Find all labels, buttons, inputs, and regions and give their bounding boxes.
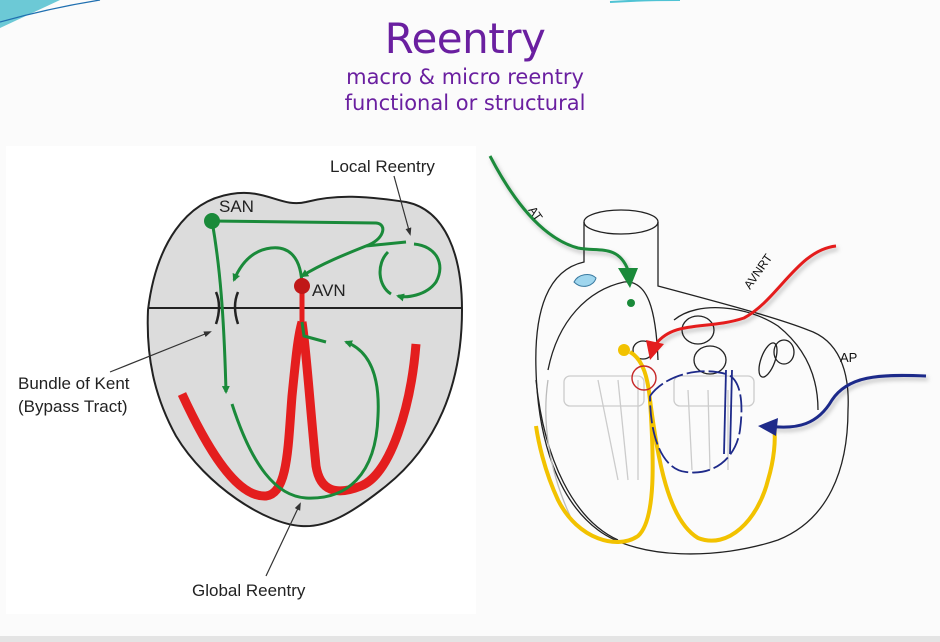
avn-label: AVN — [312, 281, 346, 300]
global-reentry-loop — [230, 340, 380, 500]
ap-label: AP — [840, 350, 857, 365]
san-node — [204, 213, 220, 229]
heart-outline — [535, 209, 849, 555]
local-feed — [365, 240, 407, 248]
slide-title: Reentry — [384, 14, 546, 63]
local-reentry-loop-right — [396, 242, 442, 302]
san-descending-path — [210, 220, 230, 394]
sinus-node-region — [573, 274, 597, 287]
ap-arrowhead-icon — [758, 418, 778, 436]
avnrt-arrowhead-icon — [646, 340, 664, 360]
slide-subtitle-line-1: macro & micro reentry — [346, 65, 584, 89]
valve-opening-2 — [693, 345, 727, 375]
footer-divider — [0, 636, 940, 642]
avnrt-label: AVNRT — [741, 251, 776, 292]
ap-path — [767, 373, 927, 429]
local-reentry-pointer — [393, 175, 412, 236]
ap-reentry-loop — [649, 369, 743, 474]
slide-subtitle-line-2: functional or structural — [344, 91, 586, 115]
bypass-tract-label: (Bypass Tract) — [18, 397, 128, 416]
bundle-of-kent-pointer — [109, 331, 212, 373]
his-purkinje-system — [534, 350, 777, 544]
avn-retro-path — [232, 246, 304, 289]
purkinje-fibers — [177, 320, 421, 501]
avnrt-path — [654, 244, 837, 345]
decorative-wave — [0, 0, 681, 28]
avn-target-circle — [631, 365, 657, 391]
bypass-bracket-left — [214, 291, 221, 325]
title-block: Reentry macro & micro reentry functional… — [0, 14, 940, 116]
reentry-schematic-panel: SAN AVN Local Reentry Bundle of Kent (By… — [6, 146, 476, 614]
valve-opening-3 — [758, 342, 778, 378]
valve-opening-1 — [681, 315, 715, 345]
at-label: AT — [526, 204, 546, 224]
av-node-yellow — [618, 344, 630, 356]
heart-anatomy-panel: AT AVNRT AP — [478, 140, 940, 618]
svc-opening — [583, 209, 659, 235]
bypass-bracket-right — [233, 291, 240, 325]
conduction-paths — [210, 219, 442, 500]
avn-node — [294, 278, 310, 294]
pv-bump — [773, 339, 795, 365]
at-focus — [627, 299, 635, 307]
local-reentry-label: Local Reentry — [330, 157, 435, 176]
wave-line — [0, 0, 101, 23]
wave-line-right — [609, 0, 681, 3]
reentry-schematic: SAN AVN Local Reentry Bundle of Kent (By… — [18, 157, 464, 600]
at-path — [488, 155, 630, 271]
global-reentry-label: Global Reentry — [192, 581, 306, 600]
san-label: SAN — [219, 197, 254, 216]
bundle-of-kent-label: Bundle of Kent — [18, 374, 130, 393]
local-reentry-loop-left — [378, 250, 392, 296]
his-green-branch — [300, 321, 327, 344]
global-reentry-pointer — [265, 502, 301, 577]
at-arrowhead-icon — [618, 268, 638, 288]
heart-anatomy-diagram: AT AVNRT AP — [488, 155, 927, 555]
